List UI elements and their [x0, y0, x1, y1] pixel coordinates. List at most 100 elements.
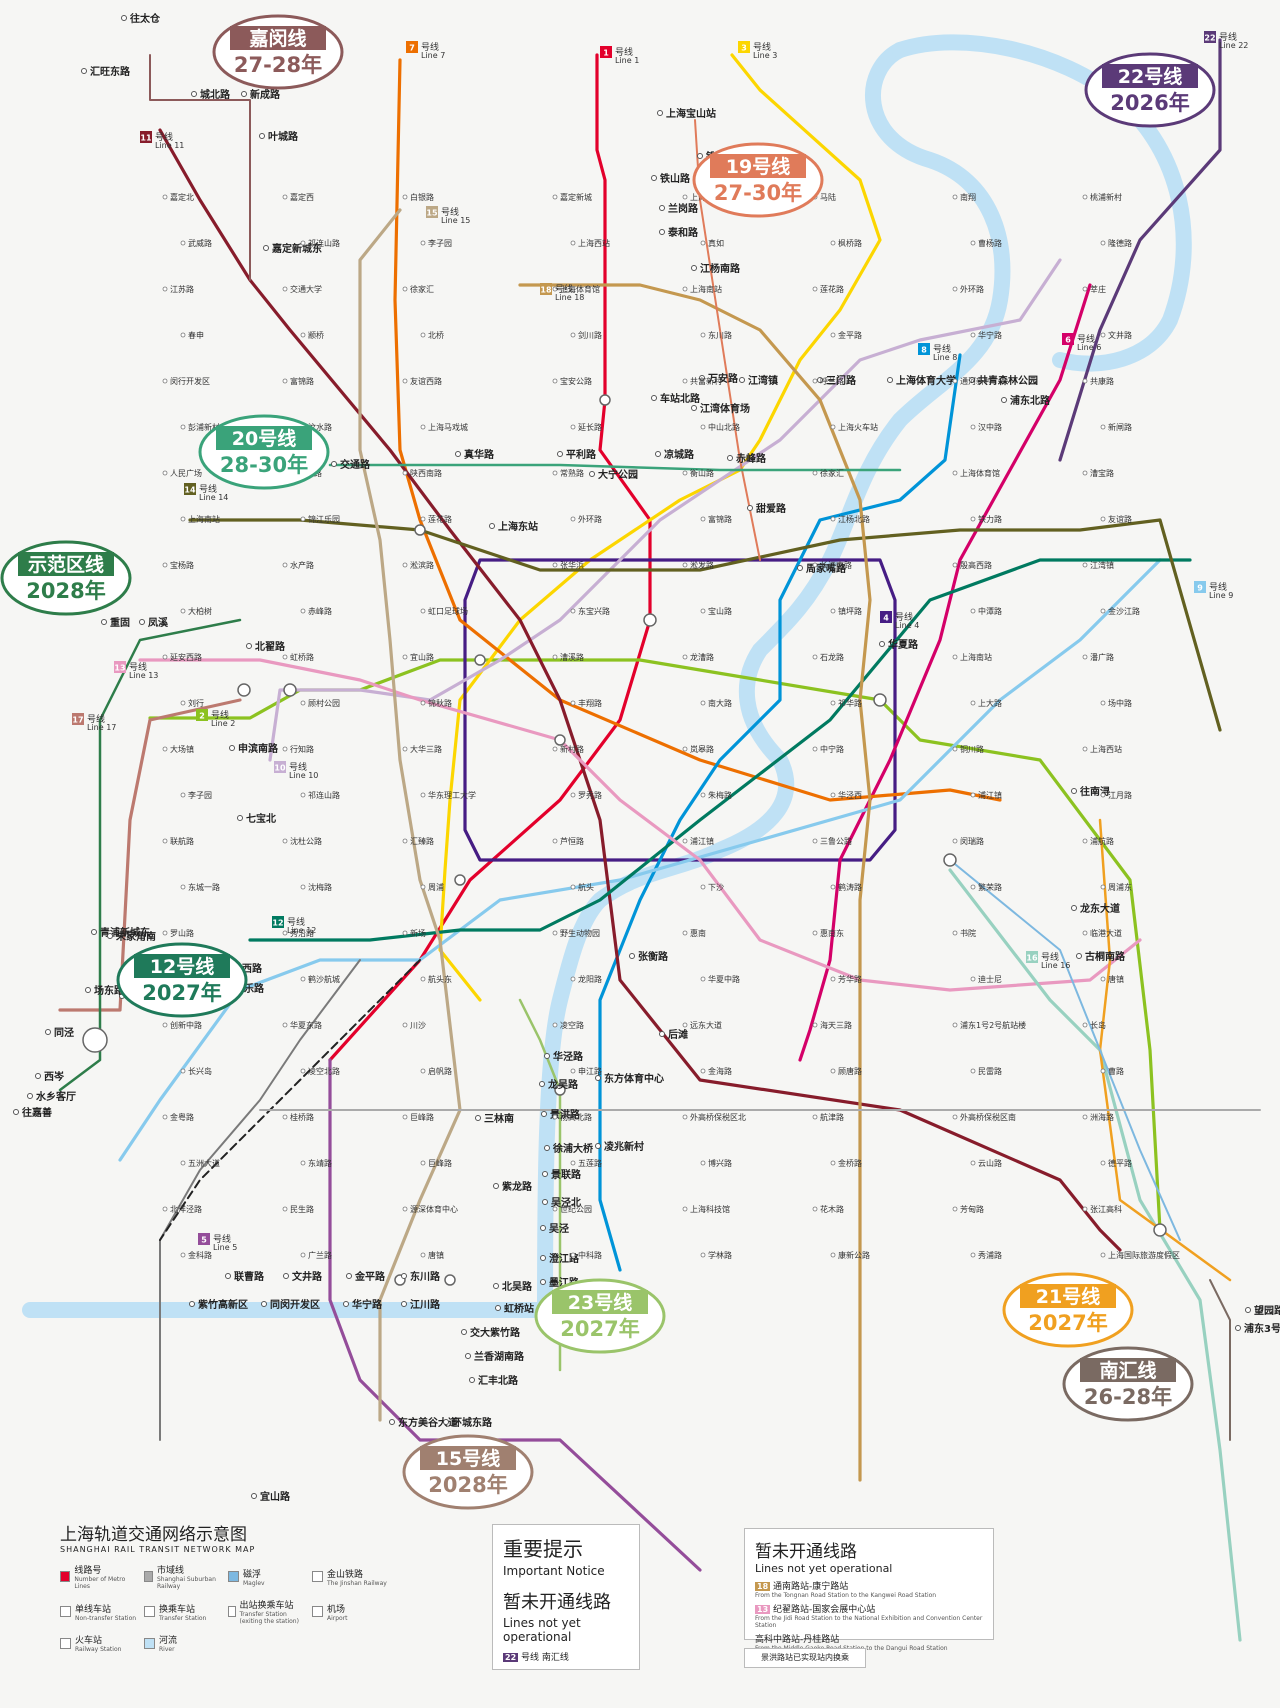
- station-label: 武威路: [188, 238, 212, 248]
- station-dot: [970, 700, 976, 706]
- station-label: 友谊西路: [410, 376, 442, 386]
- line-number-chip: [600, 46, 612, 58]
- station-dot: [970, 608, 976, 614]
- line-name-en: Line 9: [1209, 591, 1233, 600]
- station-label: 常熟路: [560, 468, 584, 478]
- planned-line-name: 15号线: [436, 1447, 500, 1470]
- line-number-chip: [406, 41, 418, 53]
- station-label: 宝山路: [708, 606, 732, 616]
- station-dot: [1100, 516, 1106, 522]
- notice-title-en: Important Notice: [503, 1564, 605, 1578]
- station-label: 外环路: [960, 284, 984, 294]
- station-dot: [263, 245, 269, 251]
- station-dot: [1082, 838, 1088, 844]
- station-dot: [595, 1143, 601, 1149]
- notopen-chip: 13: [755, 1605, 771, 1614]
- station-dot: [700, 424, 706, 430]
- station-dot: [830, 1068, 836, 1074]
- station-label: 广兰路: [308, 1250, 332, 1260]
- line-6-path: [798, 283, 1092, 1062]
- station-dot: [830, 1252, 836, 1258]
- station-dot: [251, 1493, 257, 1499]
- station-label: 莘庄: [1090, 284, 1106, 294]
- station-label-major: 新成路: [250, 88, 281, 101]
- station-dot: [282, 838, 288, 844]
- station-dot: [552, 562, 558, 568]
- legend-swatch: [312, 1606, 323, 1617]
- station-dot: [1235, 1325, 1241, 1331]
- station-label-major: 华夏路: [888, 638, 919, 651]
- station-dot: [461, 1329, 467, 1335]
- station-label-major: 嘉定新城东: [271, 242, 322, 255]
- line-number-chip: [196, 709, 208, 721]
- station-dot: [402, 378, 408, 384]
- station-dot: [1100, 884, 1106, 890]
- station-dot: [682, 1022, 688, 1028]
- station-dot: [402, 654, 408, 660]
- station-dot: [162, 1114, 168, 1120]
- station-label: 友谊路: [1108, 514, 1132, 524]
- legend-swatch: [228, 1571, 239, 1582]
- station-dot: [282, 562, 288, 568]
- line-number: 14: [184, 486, 196, 495]
- station-dot: [682, 286, 688, 292]
- notopen-title-en: Lines not yet operational: [755, 1562, 893, 1575]
- station-dot: [539, 1081, 545, 1087]
- station-dot: [402, 838, 408, 844]
- station-dot: [475, 1115, 481, 1121]
- station-label-major: 古桐南路: [1085, 950, 1126, 963]
- station-label-major: 华泾路: [553, 1050, 584, 1063]
- line-name-en: Line 14: [199, 493, 228, 502]
- station-label: 祁华路: [838, 698, 862, 708]
- station-label: 曹路: [1108, 1066, 1124, 1076]
- line-name: 号线: [933, 343, 951, 355]
- station-dot: [727, 455, 733, 461]
- planned-line-name: 21号线: [1036, 1285, 1100, 1308]
- station-dot: [282, 378, 288, 384]
- station-dot: [952, 286, 958, 292]
- station-label-major: 环城东路: [452, 1416, 493, 1429]
- station-dot: [570, 516, 576, 522]
- station-dot: [1100, 424, 1106, 430]
- station-label-major: 叶城路: [268, 130, 299, 143]
- station-label: 金科路: [188, 1250, 212, 1260]
- station-label-major: 车站北路: [660, 392, 701, 405]
- station-label: 朱梅路: [708, 790, 732, 800]
- station-dot: [552, 746, 558, 752]
- station-dot: [300, 1160, 306, 1166]
- line-name-en: Line 1: [615, 56, 639, 65]
- station-dot: [237, 815, 243, 821]
- station-dot: [346, 1273, 352, 1279]
- planned-line-name: 南汇线: [1099, 1359, 1156, 1382]
- station-dot: [1082, 286, 1088, 292]
- station-dot: [443, 1419, 449, 1425]
- station-label: 华夏东路: [290, 1020, 322, 1030]
- station-label: 桃浦新村: [1090, 192, 1122, 202]
- station-label: 华夏中路: [708, 974, 740, 984]
- station-label: 浦东1号2号航站楼: [960, 1020, 1026, 1030]
- station-label-major: 上海体育大学: [896, 374, 956, 387]
- station-dot: [699, 375, 705, 381]
- station-label-major: 凤溪: [148, 616, 169, 629]
- line-name-en: Line 13: [129, 671, 158, 680]
- station-label: 民生路: [290, 1204, 314, 1214]
- station-label: 刘行: [188, 698, 204, 708]
- station-label: 临港大道: [1090, 928, 1122, 938]
- station-label-major: 文井路: [292, 1270, 323, 1283]
- line-14-path: [188, 518, 1222, 732]
- station-dot: [300, 1252, 306, 1258]
- station-label-major: 景联路: [551, 1168, 582, 1181]
- station-label: 川沙: [410, 1021, 426, 1030]
- station-label: 嘉定新城: [560, 192, 592, 202]
- station-dot: [700, 332, 706, 338]
- station-label-major: 凉城路: [664, 448, 695, 461]
- station-dot: [952, 838, 958, 844]
- station-label: 上海南站: [960, 652, 992, 662]
- station-label-major: 水乡客厅: [35, 1090, 76, 1103]
- station-dot: [700, 608, 706, 614]
